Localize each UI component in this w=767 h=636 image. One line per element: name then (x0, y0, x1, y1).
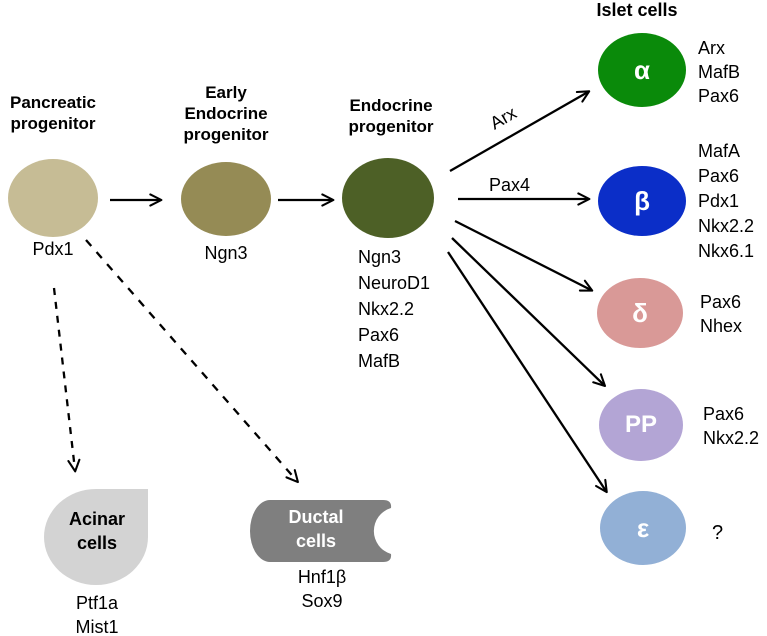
epsilon-cell-ellipse (600, 491, 686, 565)
pp-cell-symbol: PP (624, 411, 657, 438)
beta-cell-symbol: β (634, 186, 650, 216)
alpha-cell-gene-list: Arx MafB Pax6 (698, 38, 741, 106)
ductal-cells-label: Ductal cells (288, 507, 344, 551)
arrow-endocrine-to-epsilon (447, 251, 608, 494)
alpha-cell-ellipse (598, 33, 686, 107)
pp-cell-ellipse (599, 389, 683, 461)
beta-cell-gene-list: MafA Pax6 Pdx1 Nkx2.2 Nkx6.1 (698, 141, 755, 261)
endocrine-progenitor-title: Endocrine progenitor (348, 96, 434, 136)
early-endocrine-progenitor-title: Early Endocrine progenitor (183, 83, 269, 144)
arrow-endocrine-to-alpha (449, 90, 591, 172)
arrow-endocrine-to-delta (454, 219, 594, 292)
acinar-cells-label: Acinar cells (68, 509, 126, 553)
arrow-endocrine-to-pp (451, 237, 607, 387)
ductal-cells-shape (250, 500, 392, 562)
acinar-cells-gene-list: Ptf1a Mist1 (75, 593, 119, 636)
pancreatic-progenitor-title: Pancreatic progenitor (10, 93, 96, 133)
islet-cells-heading: Islet cells (596, 0, 678, 20)
endocrine-progenitor-ellipse (342, 158, 434, 238)
alpha-cell-symbol: α (634, 55, 650, 85)
dashed-arrow-pancreatic-to-ductal (85, 239, 299, 484)
ductal-cells-gene-list: Hnf1β Sox9 (297, 567, 347, 611)
delta-cell-symbol: δ (632, 298, 648, 328)
pp-cell-gene-list: Pax6 Nkx2.2 (703, 404, 760, 448)
pancreatic-progenitor-ellipse (8, 159, 98, 237)
delta-cell-gene-list: Pax6 Nhex (700, 292, 743, 336)
dashed-arrow-pancreatic-to-acinar (52, 287, 81, 473)
endocrine-progenitor-gene-list: Ngn3 NeuroD1 Nkx2.2 Pax6 MafB (358, 247, 431, 371)
beta-cell-ellipse (598, 166, 686, 236)
pancreatic-progenitor-gene-label: Pdx1 (32, 239, 74, 259)
epsilon-cell-gene-list: ? (712, 522, 724, 544)
early-endocrine-progenitor-ellipse (181, 162, 271, 236)
epsilon-cell-symbol: ε (636, 513, 650, 543)
pax4-arrow-label: Pax4 (489, 175, 531, 195)
delta-cell-ellipse (597, 278, 683, 348)
early-endocrine-progenitor-gene-label: Ngn3 (204, 243, 248, 263)
acinar-cells-shape (44, 489, 148, 585)
